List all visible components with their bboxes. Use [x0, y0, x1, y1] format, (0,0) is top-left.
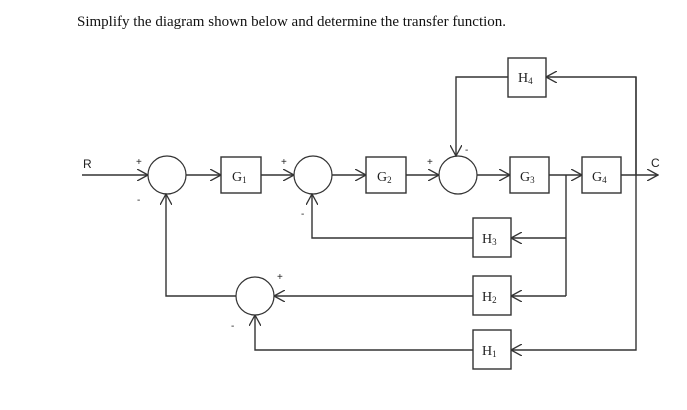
- svg-text:G2: G2: [377, 170, 392, 185]
- svg-text:H3: H3: [482, 232, 497, 247]
- s3-plus-sign: +: [427, 157, 433, 168]
- s4-minus-sign: -: [231, 321, 234, 332]
- h4-feedback-out: [456, 76, 508, 156]
- s2-plus-sign: +: [281, 157, 287, 168]
- h3-feedback-out: [312, 194, 473, 239]
- block-g1: G1: [220, 156, 262, 194]
- block-h3: H3: [472, 217, 512, 258]
- svg-text:H2: H2: [482, 290, 497, 305]
- summing-junction-3: [438, 155, 478, 195]
- s2-minus-sign: -: [301, 209, 304, 220]
- s1-plus-sign: +: [136, 157, 142, 168]
- output-label: C: [651, 156, 660, 170]
- svg-text:G3: G3: [520, 170, 535, 185]
- s4-to-s1-line: [166, 194, 236, 297]
- svg-text:H4: H4: [518, 71, 533, 86]
- svg-text:G1: G1: [232, 170, 247, 185]
- s1-minus-sign: -: [137, 195, 140, 206]
- summing-junction-2: [293, 155, 333, 195]
- summing-junction-1: [147, 155, 187, 195]
- s4-plus-sign: +: [277, 272, 283, 283]
- block-g4: G4: [581, 156, 622, 194]
- h1-feedback-in: [511, 77, 637, 350]
- svg-text:H1: H1: [482, 344, 497, 359]
- h1-feedback-out: [255, 315, 473, 351]
- s3-minus-sign: -: [465, 145, 468, 156]
- summing-junction-4: [235, 276, 275, 316]
- block-g2: G2: [365, 156, 407, 194]
- svg-text:G4: G4: [592, 170, 607, 185]
- block-g3: G3: [509, 156, 550, 194]
- block-h2: H2: [472, 275, 512, 316]
- block-h4: H4: [507, 57, 547, 98]
- block-h1: H1: [472, 329, 512, 370]
- question-text: Simplify the diagram shown below and det…: [77, 14, 507, 30]
- input-label: R: [83, 157, 92, 171]
